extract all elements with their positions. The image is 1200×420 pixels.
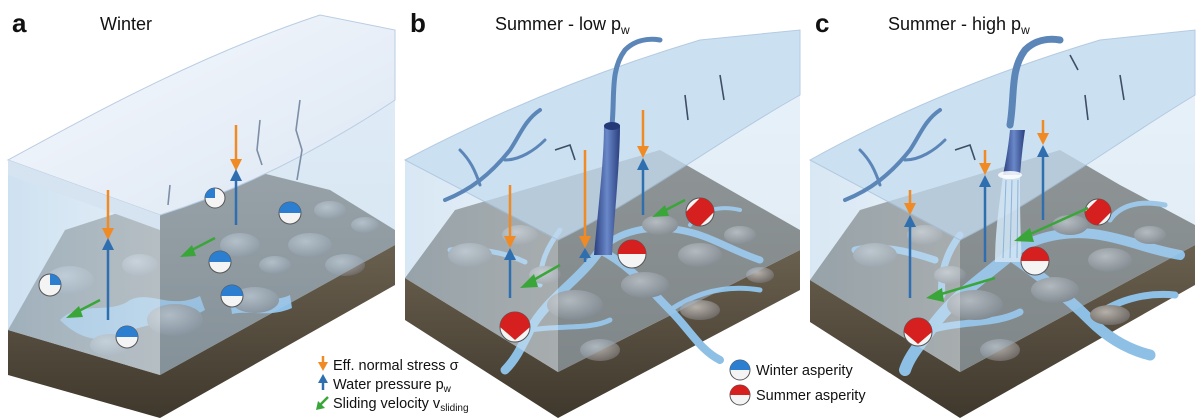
- panel-b: b Summer - low pw: [403, 8, 801, 418]
- legend-label-sliding: Sliding velocity vsliding: [333, 396, 469, 414]
- bed-side: [8, 245, 395, 418]
- crevasses: [554, 74, 725, 161]
- panel-title-c-main: Summer - high p: [888, 14, 1021, 34]
- legend-item-summer-asperity: Summer asperity: [729, 384, 866, 406]
- panel-title-a: Winter: [100, 14, 152, 34]
- panel-title-b: Summer - low pw: [495, 14, 630, 37]
- panel-title-c: Summer - high pw: [888, 14, 1030, 37]
- legend-item-pressure: Water pressure pw: [318, 374, 452, 395]
- legend-asperities: Winter asperity Summer asperity: [729, 359, 866, 406]
- crevasses: [954, 54, 1125, 161]
- moulin-channel: [594, 125, 620, 255]
- winter-asperity: [38, 273, 62, 297]
- sliding-arrows: [520, 198, 686, 288]
- moulin-channel: [1003, 130, 1025, 175]
- legend-label-sliding-sub: sliding: [440, 403, 468, 414]
- panel-title-b-main: Summer - low p: [495, 14, 621, 34]
- summer-asperity: [903, 317, 933, 347]
- supraglacial-streams: [843, 35, 1064, 202]
- legend-label-sliding-main: Sliding velocity v: [333, 396, 441, 412]
- ice-top-surface: [403, 29, 801, 241]
- ice-side-face: [960, 95, 1195, 372]
- winter-asperity-icon: [729, 359, 751, 381]
- supraglacial-streams: [443, 36, 663, 202]
- ice-top-surface: [808, 29, 1196, 241]
- winter-asperity: [115, 325, 139, 349]
- sliding-arrows: [66, 236, 216, 318]
- winter-asperity: [220, 284, 244, 308]
- panel-letter-b: b: [410, 8, 426, 38]
- legend-label-winter-asperity: Winter asperity: [756, 363, 853, 379]
- stress-and-pressure-arrows: [102, 125, 242, 320]
- panel-title-b-sub: w: [620, 23, 630, 37]
- panel-letter-c: c: [815, 8, 829, 38]
- legend-arrows: Eff. normal stress σ Water pressure pw S…: [316, 356, 469, 414]
- ice-top-surface: [6, 14, 396, 216]
- summer-asperity: [685, 197, 715, 227]
- ice-side-face: [160, 100, 395, 375]
- legend-label-summer-asperity: Summer asperity: [756, 388, 866, 404]
- panel-a: a Winter: [6, 8, 396, 418]
- summer-asperity-icon: [729, 384, 751, 406]
- legend-item-stress: Eff. normal stress σ: [318, 356, 459, 374]
- legend-label-pressure-sub: w: [443, 384, 452, 395]
- ice-side-face: [558, 95, 800, 372]
- summer-asperity: [499, 311, 531, 343]
- winter-asperity: [278, 201, 302, 225]
- legend-label-stress: Eff. normal stress σ: [333, 358, 459, 374]
- stress-and-pressure-arrows: [904, 120, 1049, 298]
- summer-asperity: [617, 239, 647, 269]
- panel-title-c-sub: w: [1020, 23, 1030, 37]
- winter-asperity: [204, 187, 226, 209]
- legend-item-sliding: Sliding velocity vsliding: [316, 396, 469, 414]
- legend-label-pressure-main: Water pressure p: [333, 377, 444, 393]
- green-diagonal-arrow-icon: [319, 396, 329, 406]
- sliding-arrows: [926, 206, 1089, 302]
- summer-asperity: [1020, 246, 1050, 276]
- panel-letter-a: a: [12, 8, 27, 38]
- crevasses: [167, 99, 303, 206]
- stress-and-pressure-arrows: [504, 110, 649, 298]
- legend-item-winter-asperity: Winter asperity: [729, 359, 853, 381]
- legend-label-pressure: Water pressure pw: [333, 377, 452, 395]
- summer-asperity: [1084, 198, 1112, 226]
- panel-c: c Summer - high pw: [808, 8, 1196, 418]
- winter-asperity: [208, 250, 232, 274]
- bed-side: [405, 250, 800, 418]
